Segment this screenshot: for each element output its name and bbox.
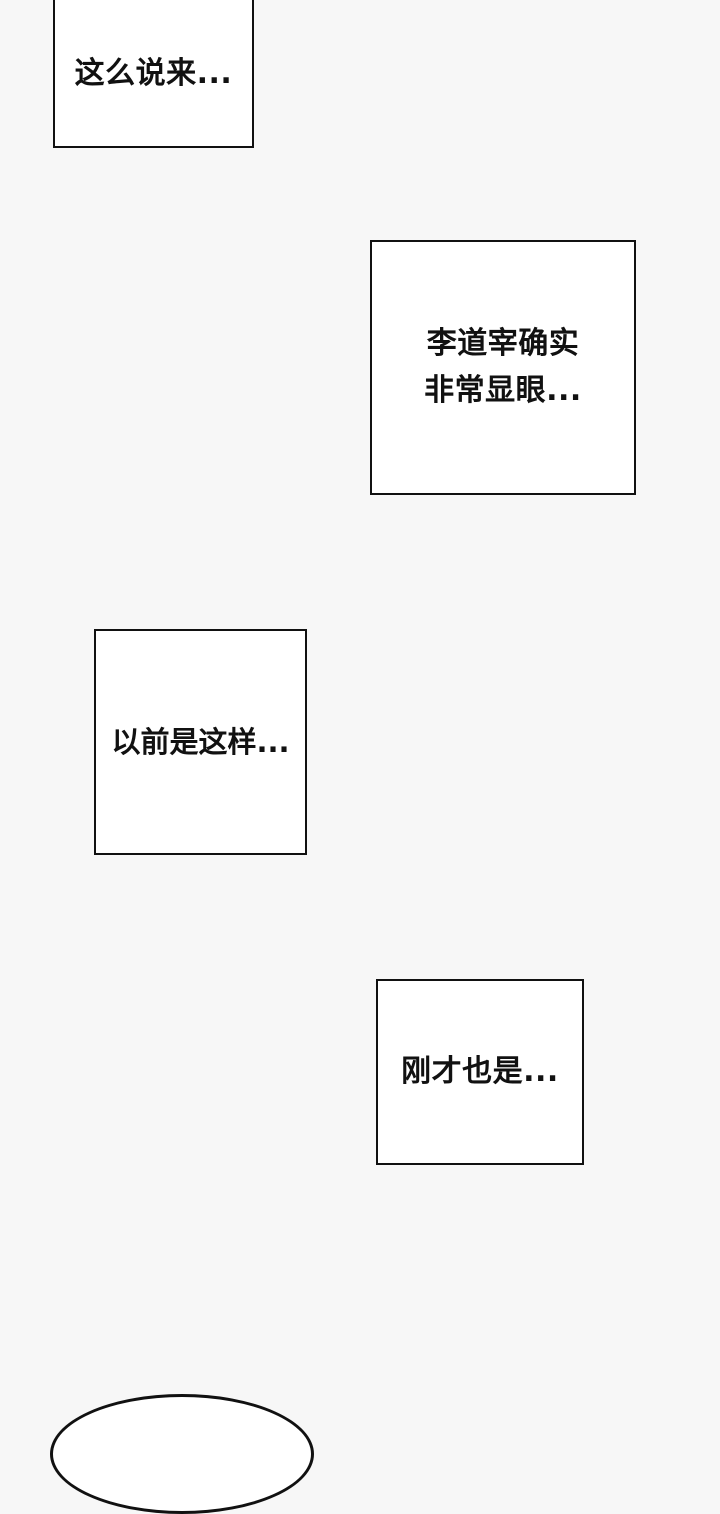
caption-text-1: 这么说来... <box>75 47 233 98</box>
comic-page: 这么说来... 李道宰确实 非常显眼... 以前是这样... 刚才也是... <box>50 0 636 1514</box>
caption-box-1: 这么说来... <box>53 0 254 148</box>
caption-line: 这么说来... <box>74 55 233 91</box>
caption-line: 刚才也是... <box>401 1053 559 1089</box>
caption-line: 以前是这样... <box>111 724 290 759</box>
caption-box-2: 李道宰确实 非常显眼... <box>370 240 636 495</box>
caption-box-4: 刚才也是... <box>376 979 584 1165</box>
caption-text-3: 以前是这样... <box>111 720 289 765</box>
caption-line: 李道宰确实 <box>426 326 580 361</box>
caption-box-3: 以前是这样... <box>94 629 307 855</box>
speech-bubble <box>50 1394 314 1514</box>
caption-text-4: 刚才也是... <box>401 1049 559 1096</box>
caption-line: 非常显眼... <box>424 372 582 408</box>
caption-text-2: 李道宰确实 非常显眼... <box>424 321 582 414</box>
